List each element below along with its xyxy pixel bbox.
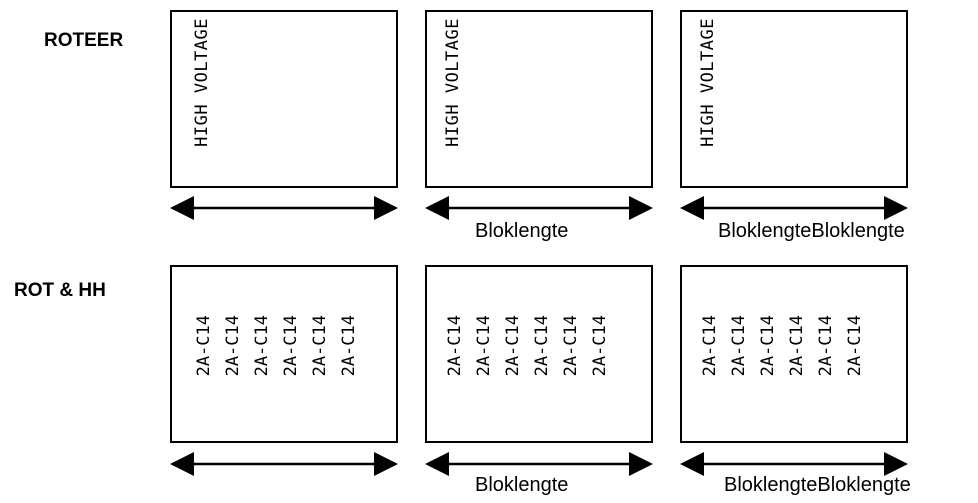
code-text: 2A-C14 (845, 315, 865, 377)
label-box-roteer-3: HIGH VOLTAGE (680, 10, 908, 188)
high-voltage-text: HIGH VOLTAGE (443, 18, 463, 147)
row-label-rot-hh: ROT & HH (14, 280, 106, 301)
high-voltage-text: HIGH VOLTAGE (698, 18, 718, 147)
code-text: 2A-C14 (223, 315, 243, 377)
arrow-width-roteer-3 (680, 196, 908, 220)
code-text: 2A-C14 (787, 315, 807, 377)
code-text: 2A-C14 (339, 315, 359, 377)
code-text: 2A-C14 (503, 315, 523, 377)
code-text: 2A-C14 (590, 315, 610, 377)
high-voltage-text: HIGH VOLTAGE (192, 18, 212, 147)
code-text: 2A-C14 (194, 315, 214, 377)
code-stack: 2A-C14 2A-C14 2A-C14 2A-C14 2A-C14 2A-C1… (445, 315, 614, 377)
label-box-roteer-2: HIGH VOLTAGE (425, 10, 653, 188)
caption-block-length-double: BloklengteBloklengte (718, 220, 905, 242)
code-text: 2A-C14 (816, 315, 836, 377)
code-stack: 2A-C14 2A-C14 2A-C14 2A-C14 2A-C14 2A-C1… (700, 315, 869, 377)
caption-block-length-double: BloklengteBloklengte (724, 474, 911, 496)
code-text: 2A-C14 (310, 315, 330, 377)
code-text: 2A-C14 (281, 315, 301, 377)
caption-block-length: Bloklengte (475, 474, 569, 496)
code-text: 2A-C14 (474, 315, 494, 377)
label-box-rot-hh-3: 2A-C14 2A-C14 2A-C14 2A-C14 2A-C14 2A-C1… (680, 265, 908, 443)
label-box-rot-hh-1: 2A-C14 2A-C14 2A-C14 2A-C14 2A-C14 2A-C1… (170, 265, 398, 443)
code-text: 2A-C14 (729, 315, 749, 377)
code-text: 2A-C14 (252, 315, 272, 377)
code-text: 2A-C14 (561, 315, 581, 377)
caption-block-length: Bloklengte (475, 220, 569, 242)
arrow-width-rot-hh-2 (425, 452, 653, 476)
arrow-width-rot-hh-1 (170, 452, 398, 476)
code-text: 2A-C14 (445, 315, 465, 377)
label-box-rot-hh-2: 2A-C14 2A-C14 2A-C14 2A-C14 2A-C14 2A-C1… (425, 265, 653, 443)
code-text: 2A-C14 (700, 315, 720, 377)
code-stack: 2A-C14 2A-C14 2A-C14 2A-C14 2A-C14 2A-C1… (194, 315, 363, 377)
code-text: 2A-C14 (532, 315, 552, 377)
arrow-width-roteer-2 (425, 196, 653, 220)
row-label-roteer: ROTEER (44, 30, 124, 51)
arrow-width-roteer-1 (170, 196, 398, 220)
code-text: 2A-C14 (758, 315, 778, 377)
arrow-width-rot-hh-3 (680, 452, 908, 476)
label-box-roteer-1: HIGH VOLTAGE (170, 10, 398, 188)
